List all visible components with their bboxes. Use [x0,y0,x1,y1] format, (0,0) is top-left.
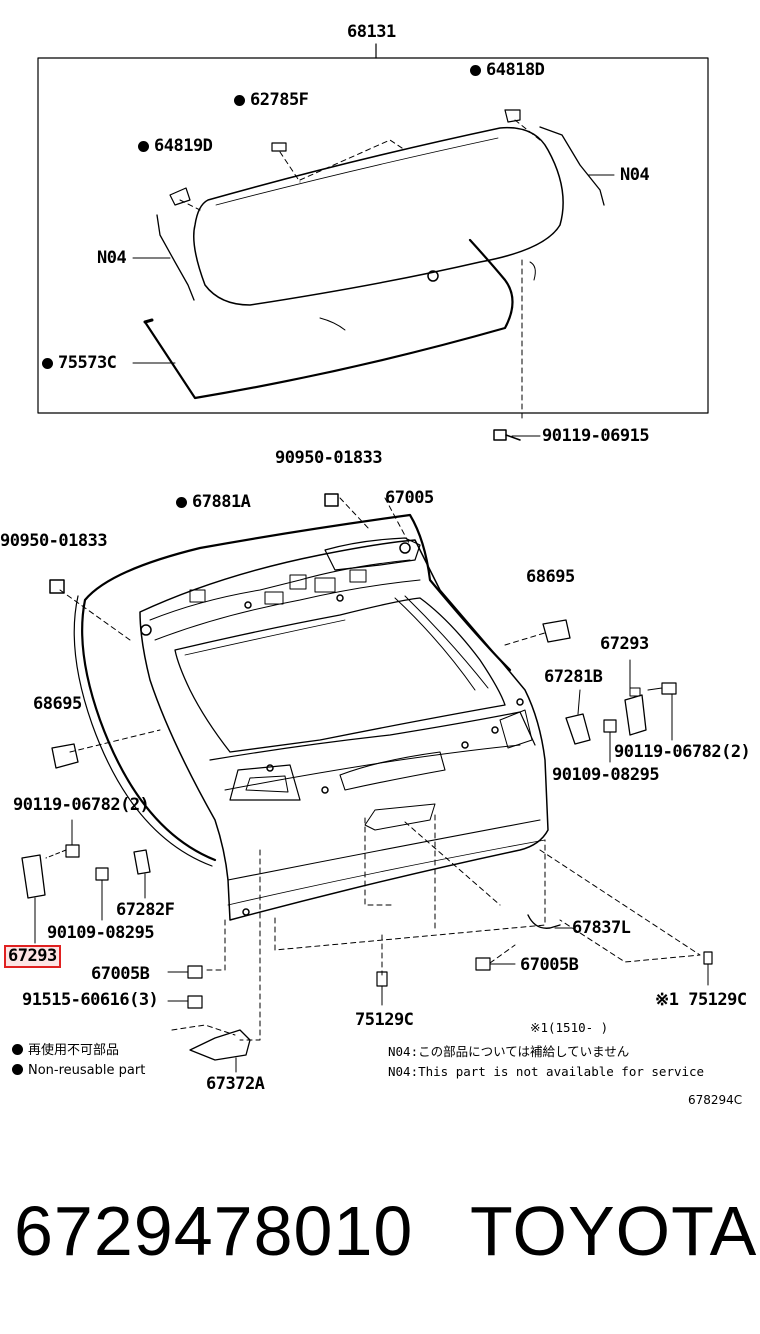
callout-N04-left: N04 [97,248,127,268]
cushion-68695-right [542,619,571,643]
note-N04-ja: N04:この部品については補給していません [388,1044,630,1059]
callout-67837L: 67837L [572,918,631,938]
wire-N04-right [539,126,605,206]
glass-group-frame [37,57,709,414]
clip-75129C-left [376,971,388,1006]
callout-64819D: 64819D [138,138,213,155]
legend-en: Non-reusable part [12,1064,145,1077]
weatherstrip [81,513,512,862]
bushing-90950-left [49,579,65,594]
note-N04-en: N04:This part is not available for servi… [388,1064,705,1079]
callout-68695-left: 68695 [33,694,82,714]
callout-67372A: 67372A [206,1074,265,1094]
clip-64819D [169,187,191,206]
callout-N04-right: N04 [620,165,650,185]
callout-90119-06782-right: 90119-06782(2) [614,742,751,762]
callout-67293-right: 67293 [600,634,649,654]
cushion-67005B-left [167,965,203,979]
callout-68131: 68131 [347,22,396,42]
callout-90950-01833-top: 90950-01833 [275,448,383,468]
latch-67372A [189,1029,251,1073]
callout-67282F: 67282F [116,900,175,920]
callout-75129C-left: 75129C [355,1010,414,1030]
callout-67293-left-highlighted[interactable]: 67293 [4,945,61,968]
clip-64818D [504,109,521,123]
stopper-67293-left [21,854,46,944]
bushing-90950-top [324,493,339,507]
callout-62785F: 62785F [234,92,309,109]
bolt-90109-08295-right [603,719,617,763]
bolt-90119-06915 [493,429,521,441]
non-reusable-icon [12,1044,23,1055]
wire-N04-left [156,214,195,301]
non-reusable-icon [138,141,149,152]
callout-90109-08295-left: 90109-08295 [47,923,155,943]
callout-90950-01833-left: 90950-01833 [0,531,108,551]
callout-68695-right: 68695 [526,567,575,587]
bolt-90119-06782-right [647,682,677,741]
footnote: ※1(1510- ) [530,1020,609,1035]
callout-67005: 67005 [385,488,434,508]
callout-75573C: 75573C [42,355,117,372]
callout-75129C-right: ※1 75129C [655,990,747,1010]
bracket-67281B [565,689,591,745]
callout-67281B: 67281B [544,667,603,687]
cushion-68695-left [51,743,79,769]
bolt-90109-08295-left [95,867,109,921]
part-number: 6729478010 [14,1192,414,1270]
glass-molding [143,238,514,400]
callout-90119-06915: 90119-06915 [542,426,650,446]
legend-ja: 再使用不可部品 [12,1044,119,1057]
back-door-panel [73,513,549,921]
bracket-67282F [133,849,151,899]
non-reusable-icon [176,497,187,508]
callout-67005B-right: 67005B [520,955,579,975]
callout-90119-06782-left: 90119-06782(2) [13,795,150,815]
diagram-code: 678294C [688,1093,743,1107]
callout-67005B-left: 67005B [91,964,150,984]
hinge-67005 [324,537,421,571]
bolt-91515 [167,995,203,1009]
clip-75129C-right [703,951,713,986]
brand-name: TOYOTA [470,1192,758,1270]
clip-67837L [527,914,573,929]
callout-64818D: 64818D [470,62,545,79]
callout-91515-60616: 91515-60616(3) [22,990,159,1010]
non-reusable-icon [12,1064,23,1075]
cushion-67005B-right [475,957,516,971]
back-glass [193,126,564,331]
non-reusable-icon [234,95,245,106]
bolt-90119-06782-left [45,819,80,859]
non-reusable-icon [42,358,53,369]
callout-90109-08295-right: 90109-08295 [552,765,660,785]
clip-62785F [271,142,287,152]
non-reusable-icon [470,65,481,76]
callout-67881A: 67881A [176,494,251,511]
stopper-67293-right [624,687,647,736]
